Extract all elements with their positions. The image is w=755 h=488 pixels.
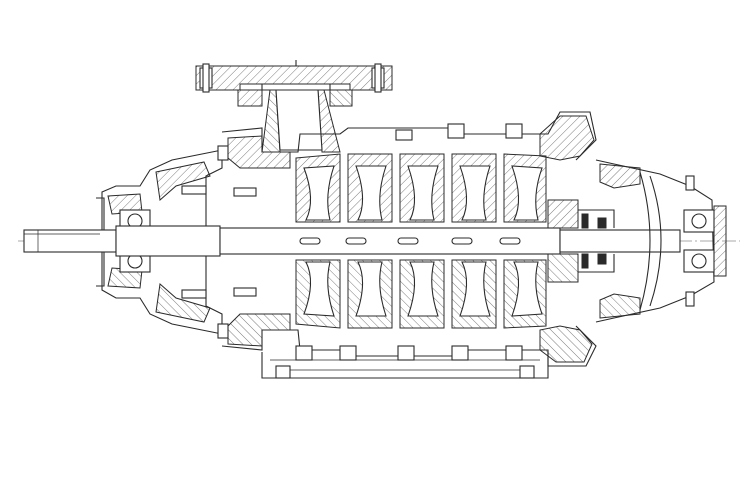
flange-bolt-left bbox=[199, 63, 213, 93]
discharge-nozzle bbox=[195, 60, 393, 153]
stage-tie-bolts bbox=[295, 123, 523, 361]
shaft-keyways bbox=[299, 237, 521, 245]
flange-bolt-right bbox=[371, 63, 385, 93]
mechanical-seal bbox=[547, 199, 615, 283]
impeller-stage-2 bbox=[347, 153, 393, 329]
pump-foot bbox=[261, 352, 549, 379]
discharge-bearing-housing bbox=[595, 159, 727, 323]
pump-casing bbox=[221, 111, 597, 367]
impeller-stage-1 bbox=[295, 153, 341, 329]
impeller-stage-3 bbox=[399, 153, 445, 329]
suction-bolts bbox=[181, 145, 257, 339]
impeller-stage-4 bbox=[451, 153, 497, 329]
impeller-stage-5 bbox=[503, 153, 547, 329]
suction-bearing-housing bbox=[96, 149, 223, 335]
